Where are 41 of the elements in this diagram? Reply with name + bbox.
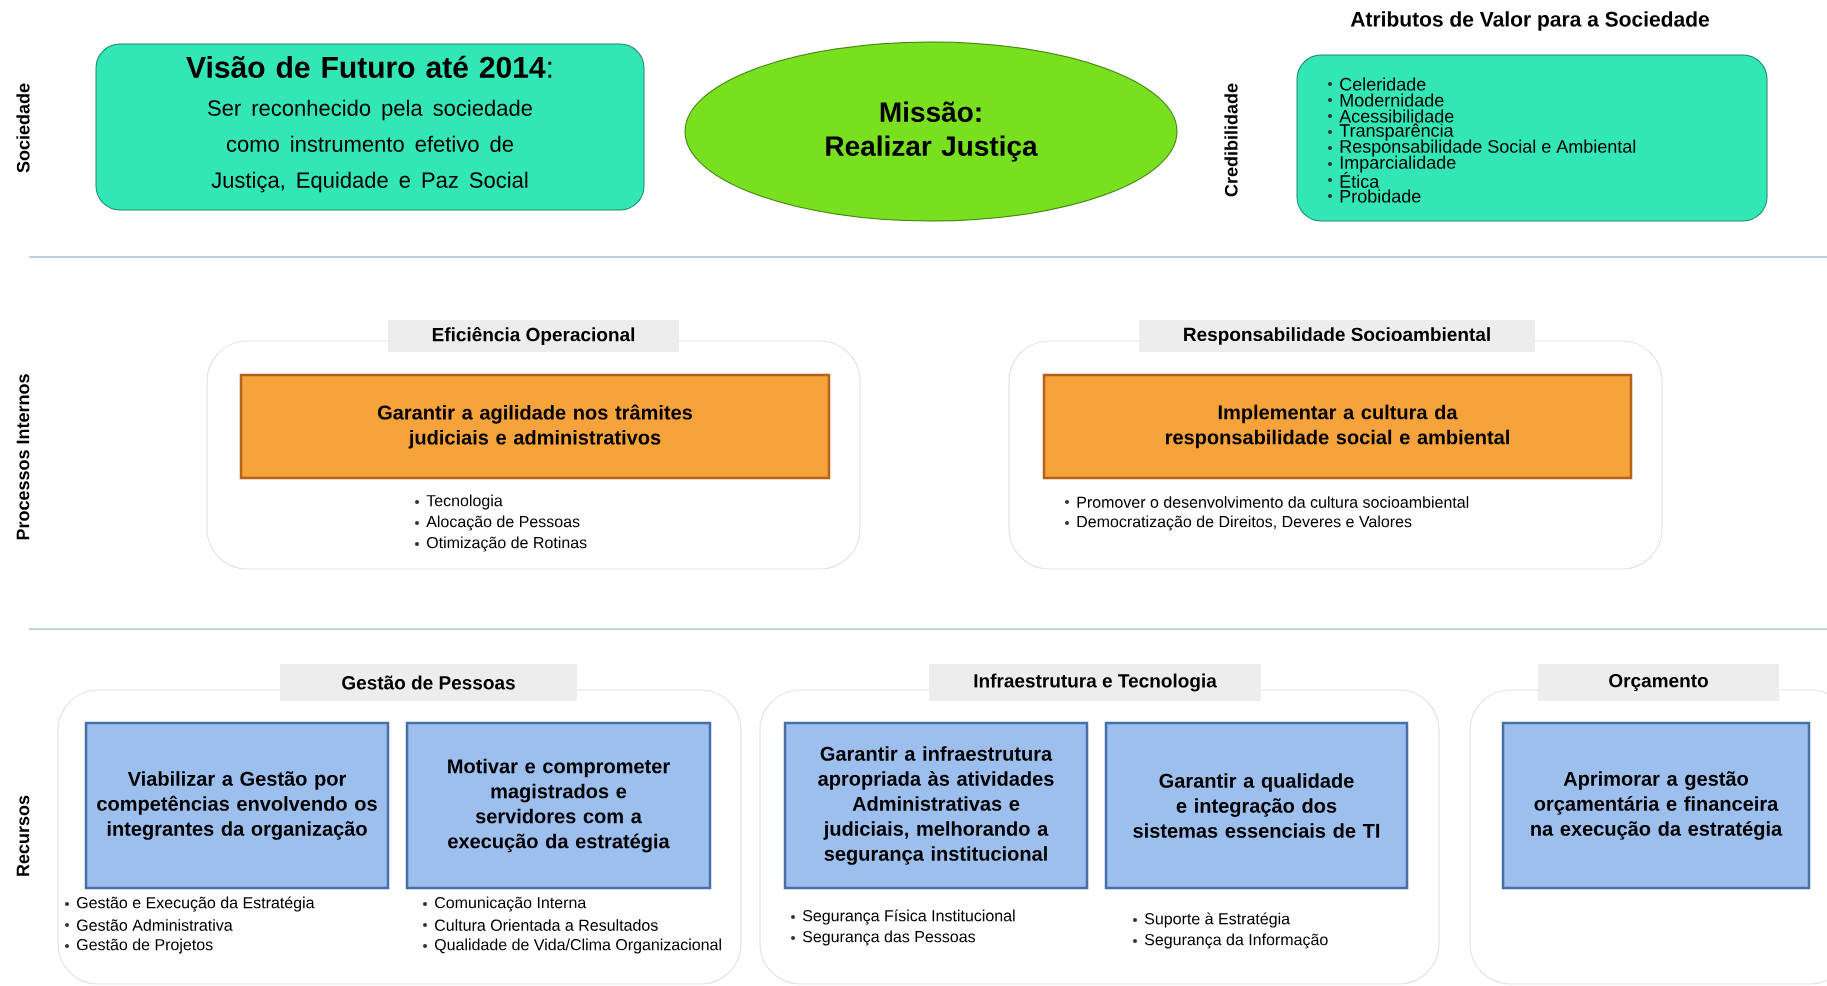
bullet-item: Comunicação Interna: [423, 896, 587, 912]
row-label: Processos Internos: [16, 374, 30, 540]
panel-heading: Infraestrutura e Tecnologia: [929, 664, 1261, 701]
bullet-item: Gestão e Execução da Estratégia: [65, 896, 315, 912]
goal-box: Garantir a agilidade nos trâmites judiciais e administrativos: [239, 373, 831, 480]
row-label: Credibilidade: [1224, 83, 1238, 197]
attribute-item: Celeridade: [1328, 77, 1426, 91]
bullet-item: Gestão Administrativa: [65, 919, 233, 931]
goal-box: Garantir a infraestrutura apropriada às atividades Administrativas e judiciais, melhorando a segurança institucional: [783, 721, 1089, 890]
bullet-item: Otimização de Rotinas: [415, 536, 587, 552]
bullet-item: Alocação de Pessoas: [415, 515, 580, 531]
bullet-item: Cultura Orientada a Resultados: [423, 919, 658, 931]
goal-box: Viabilizar a Gestão por competências envolvendo os integrantes da organização: [84, 721, 390, 890]
panel-heading: Responsabilidade Socioambiental: [1139, 320, 1535, 352]
attributes-heading: Atributos de Valor para a Sociedade: [1350, 11, 1709, 31]
attribute-item: Modernidade: [1328, 93, 1444, 107]
bullet-item: Qualidade de Vida/Clima Organizacional: [423, 938, 721, 954]
panel-heading: Eficiência Operacional: [388, 320, 679, 352]
panel-heading: Orçamento: [1538, 664, 1779, 701]
bullet-item: Gestão de Projetos: [65, 938, 213, 954]
bullet-item: Segurança das Pessoas: [791, 930, 976, 946]
attribute-item: Probidade: [1328, 189, 1421, 203]
attribute-item: Acessibilidade: [1328, 109, 1454, 123]
attribute-item: Transparência: [1328, 123, 1454, 141]
attribute-item: Responsabilidade Social e Ambiental: [1328, 139, 1636, 157]
bullet-item: Tecnologia: [415, 494, 503, 510]
row-label: Recursos: [16, 795, 30, 876]
vision-box: Visão de Futuro até 2014: Ser reconhecido pela sociedade como instrumento efetivo de Justiça, Equidade e Paz Social: [95, 43, 645, 211]
bullet-item: Democratização de Direitos, Deveres e Valores: [1065, 515, 1412, 531]
row-label: Sociedade: [16, 83, 30, 173]
bullet-item: Promover o desenvolvimento da cultura socioambiental: [1065, 496, 1469, 508]
bullet-item: Segurança Física Institucional: [791, 909, 1015, 925]
bullet-item: Suporte à Estratégia: [1133, 912, 1291, 928]
panel-heading: Gestão de Pessoas: [280, 664, 577, 701]
attribute-item: Imparcialidade: [1328, 155, 1456, 173]
goal-box: Garantir a qualidade e integração dos sistemas essenciais de TI: [1104, 721, 1409, 890]
bullet-item: Segurança da Informação: [1133, 933, 1328, 949]
goal-box: Motivar e comprometer magistrados e servidores com a execução da estratégia: [405, 721, 712, 890]
goal-box: Implementar a cultura da responsabilidade social e ambiental: [1042, 373, 1633, 480]
attribute-item: Ética: [1328, 172, 1380, 188]
goal-box: Aprimorar a gestão orçamentária e financeira na execução da estratégia: [1501, 721, 1811, 890]
